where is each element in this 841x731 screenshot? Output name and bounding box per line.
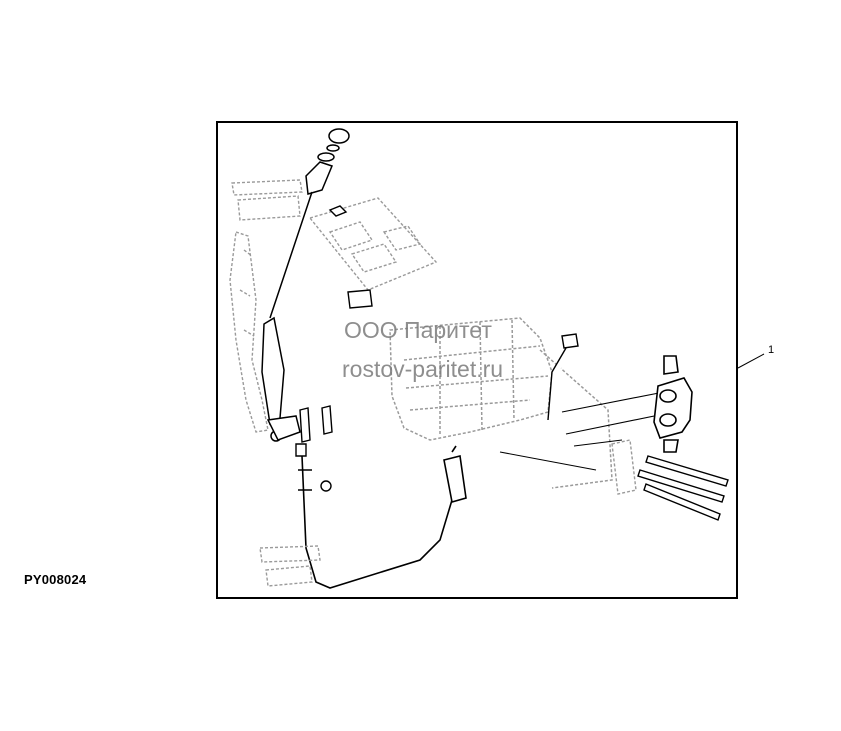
quick-coupler-block	[653, 355, 693, 453]
callout-number: 1	[768, 344, 775, 356]
ghost-console-plate	[308, 197, 438, 291]
ghost-floor-bracket	[259, 545, 321, 587]
ghost-end-plate	[611, 439, 637, 495]
ghost-cab-outline	[229, 179, 303, 433]
watermark-company: ООО Паритет	[344, 317, 492, 343]
console-screw	[328, 205, 373, 309]
valve-cap	[547, 333, 579, 421]
figure-code: PY008024	[24, 572, 87, 587]
ghost-valve-body	[389, 317, 613, 489]
diagram-frame	[216, 121, 738, 599]
linkage-parts	[295, 405, 333, 492]
shift-lever	[261, 128, 350, 442]
leader-lines	[499, 391, 665, 471]
watermark-url: rostov-paritet.ru	[342, 356, 504, 382]
callout-leader	[737, 353, 765, 369]
control-cable	[298, 445, 467, 589]
tie-rods	[637, 455, 729, 521]
